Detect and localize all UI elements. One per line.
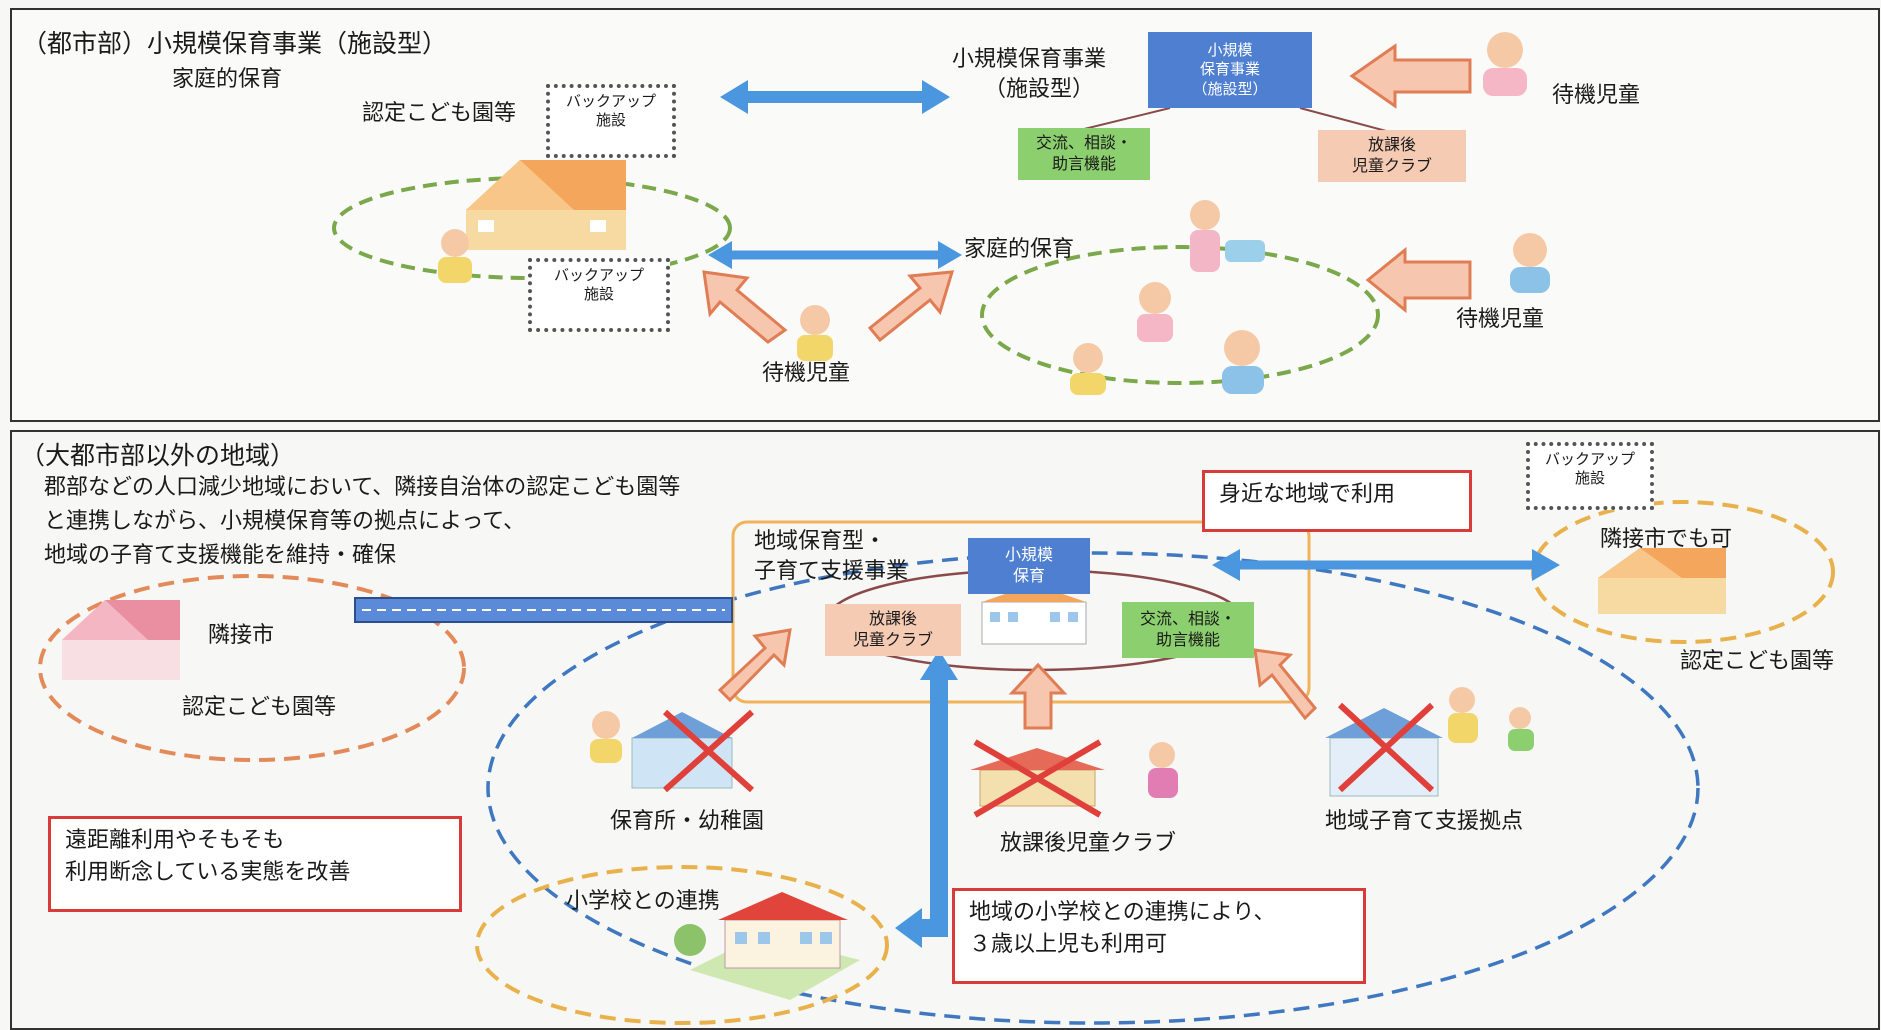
rinsetsu-label: 隣接市 [208, 623, 275, 648]
koryu-tag-bottom: 交流、相談・ 助言機能 [1122, 602, 1254, 658]
backup-box-bottom: バックアップ 施設 [1526, 442, 1654, 510]
connector-koryu [1079, 107, 1171, 131]
mijika-box: 身近な地域で利用 [1202, 470, 1472, 532]
orange-arrow-taiki-right [1365, 246, 1472, 314]
connector-houkago [1299, 107, 1391, 133]
double-arrow-rinsetsu [1212, 549, 1560, 581]
shoukibo-sublabel: （施設型） [984, 77, 1095, 102]
orange-arrow-to-katei [867, 270, 955, 343]
orange-arrow-to-nintei [702, 270, 788, 344]
child-icon-skating [1148, 742, 1178, 798]
kyoten-building [1325, 702, 1443, 797]
school-building [674, 892, 860, 1000]
renkei-box: 地域の小学校との連携により、 ３歳以上児も利用可 [952, 888, 1366, 984]
house-nintei-top [466, 160, 626, 250]
backup-box-2: バックアップ 施設 [528, 258, 670, 332]
child-icon-taiki-bottom [797, 305, 833, 361]
child-icon-katei-yellow [1070, 343, 1106, 395]
child-icon-katei-pink [1137, 282, 1173, 342]
child-icon-hoikusho [590, 711, 622, 763]
hoikusho-label: 保育所・幼稚園 [610, 809, 765, 834]
houkago-club-label: 放課後児童クラブ [1000, 831, 1177, 856]
double-arrow-top [720, 80, 950, 114]
child-icon-taiki-right [1510, 233, 1550, 293]
koryu-tag-top: 交流、相談・ 助言機能 [1018, 128, 1150, 180]
nintei-label-left: 認定こども園等 [182, 695, 337, 720]
rural-title: （大都市部以外の地域） [20, 441, 296, 470]
chiiki-label-line1: 地域保育型・ [754, 529, 887, 554]
house-rinsetsu-ok [1598, 548, 1726, 614]
rinsetsu-ellipse [38, 574, 466, 762]
caregiver-icon [1190, 200, 1265, 272]
arrow-to-school [895, 650, 958, 948]
rinsetsu-ok-label: 隣接市でも可 [1600, 527, 1733, 552]
rural-desc-line2: と連携しながら、小規模保育等の拠点によって、 [44, 509, 526, 534]
nintei-ellipse [332, 176, 732, 280]
chiiki-kyoten-label: 地域子育て支援拠点 [1325, 809, 1524, 834]
chiiki-label-line2: 子育て支援事業 [754, 559, 909, 584]
urban-title: （都市部）小規模保育事業（施設型） [22, 29, 448, 58]
center-box-top: 小規模 保育事業 （施設型） [1148, 32, 1312, 108]
orange-arrow-houkago [1008, 662, 1068, 730]
region-ellipse [486, 551, 1700, 1025]
katei-ellipse [980, 245, 1380, 385]
taiki-label-right: 待機児童 [1456, 307, 1545, 332]
child-icon-taiki-topright [1483, 32, 1527, 96]
orange-arrow-taiki-topright [1349, 43, 1472, 109]
nintei-label-right: 認定こども園等 [1680, 649, 1835, 674]
children-playing-icon [1448, 687, 1534, 751]
taiki-label-topright: 待機児童 [1552, 83, 1641, 108]
child-icon-katei-blue [1222, 330, 1264, 394]
center-box-bottom: 小規模 保育 [968, 538, 1090, 594]
urban-subtitle: 家庭的保育 [172, 67, 283, 92]
nintei-label-top: 認定こども園等 [362, 101, 517, 126]
house-rinsetsu [62, 600, 180, 680]
backup-box-1: バックアップ 施設 [546, 84, 676, 158]
child-icon-nintei [438, 229, 472, 283]
shoukibo-label: 小規模保育事業 [952, 47, 1107, 72]
shogakko-label: 小学校との連携 [566, 889, 720, 914]
urban-panel [10, 8, 1880, 422]
shogakko-ellipse [475, 865, 889, 1025]
rural-desc-line3: 地域の子育て支援機能を維持・確保 [44, 543, 397, 568]
taiki-label-bottom: 待機児童 [762, 361, 851, 386]
houkago-building [970, 739, 1105, 818]
katei-label: 家庭的保育 [964, 237, 1075, 262]
houkago-tag-bottom: 放課後 児童クラブ [825, 604, 961, 656]
orange-arrow-hoikusho [717, 628, 792, 703]
double-arrow-middle [708, 241, 962, 269]
orange-arrow-kyoten [1253, 648, 1318, 721]
enkyori-box: 遠距離利用やそもそも 利用断念している実態を改善 [48, 816, 462, 912]
hoikusho-building [631, 709, 755, 793]
rural-desc-line1: 郡部などの人口減少地域において、隣接自治体の認定こども園等 [44, 475, 681, 500]
houkago-tag-top: 放課後 児童クラブ [1318, 130, 1466, 182]
